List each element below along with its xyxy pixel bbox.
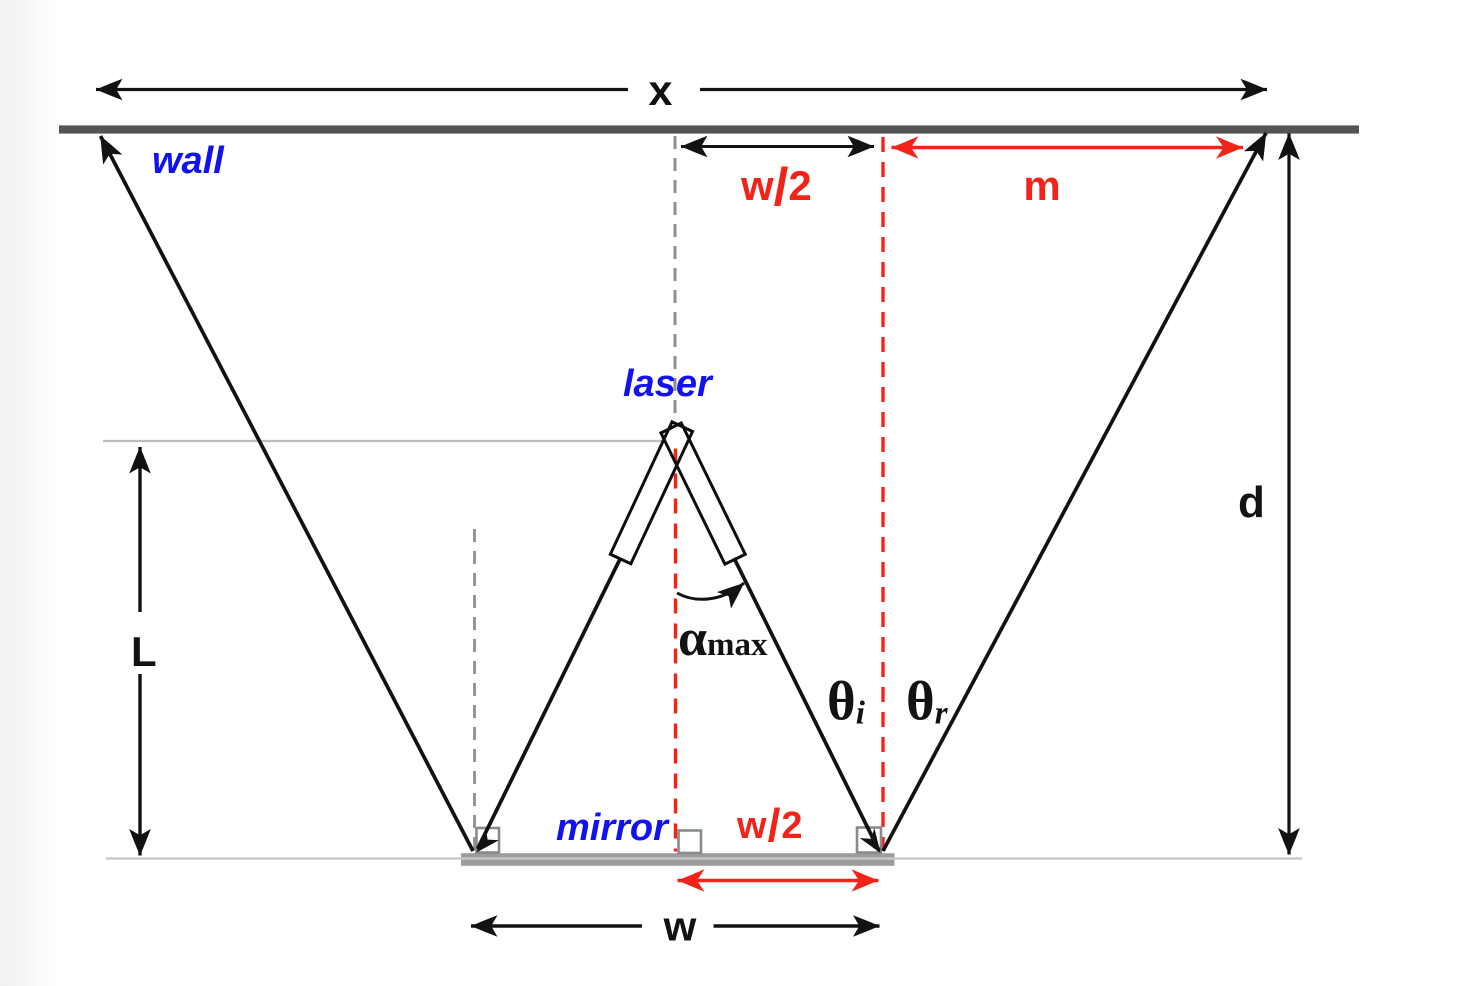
svg-text:mirror: mirror xyxy=(556,807,670,849)
svg-text:L: L xyxy=(131,628,157,675)
svg-text:αmax: αmax xyxy=(678,610,768,667)
svg-text:wall: wall xyxy=(152,140,225,182)
svg-text:x: x xyxy=(649,67,673,115)
svg-text:θi: θi xyxy=(827,671,866,732)
svg-text:w/2: w/2 xyxy=(736,799,802,851)
svg-text:w: w xyxy=(663,903,697,950)
svg-text:d: d xyxy=(1238,478,1265,527)
svg-text:w/2: w/2 xyxy=(740,158,812,217)
svg-text:θr: θr xyxy=(906,671,949,732)
svg-text:laser: laser xyxy=(623,363,714,405)
svg-text:m: m xyxy=(1023,162,1060,209)
